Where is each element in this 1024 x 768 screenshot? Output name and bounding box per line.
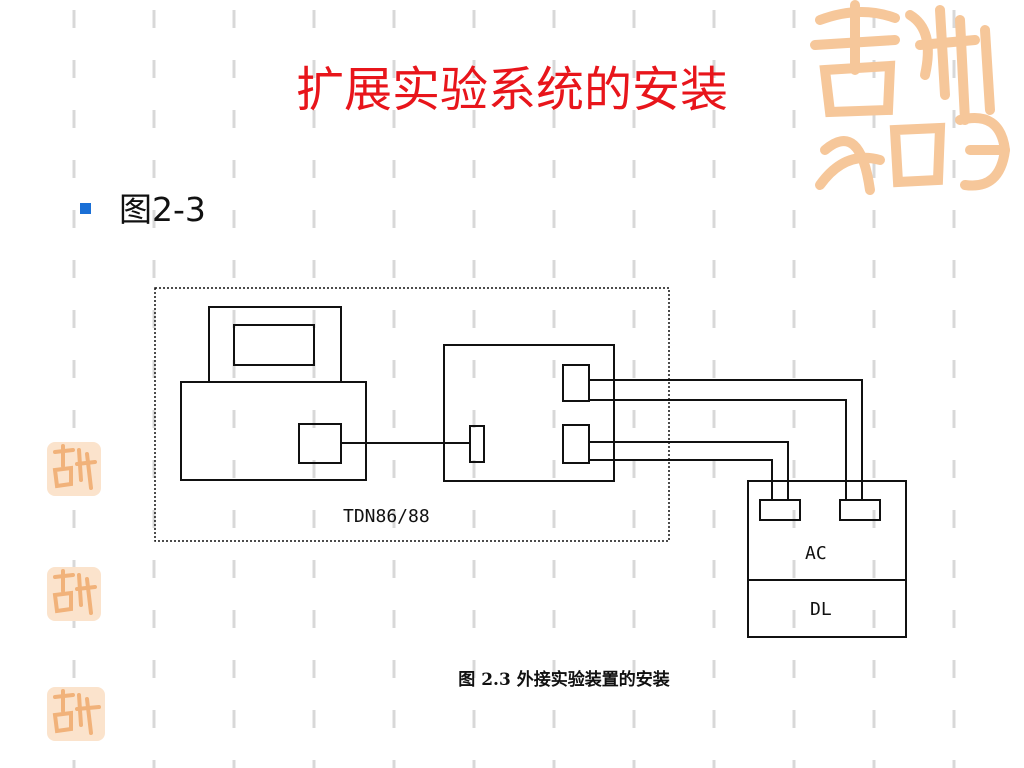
slide-title: 扩展实验系统的安装: [295, 62, 728, 118]
experiment-board: [443, 344, 615, 482]
host-computer: [180, 381, 367, 481]
decorative-seal-icon: [47, 442, 101, 496]
external-unit: [747, 480, 907, 638]
tdn-system-enclosure: [154, 287, 670, 542]
board-port-upper: [562, 364, 590, 402]
ac-port-left: [759, 499, 801, 521]
board-input-connector: [469, 425, 485, 463]
decorative-seal-logo: [810, 0, 1011, 195]
bullet-marker: [80, 203, 91, 214]
ac-label: AC: [805, 543, 827, 564]
system-label: TDN86/88: [343, 506, 430, 527]
dl-label: DL: [810, 599, 832, 620]
monitor-screen: [233, 324, 315, 366]
upper-cable-outer: [589, 379, 863, 500]
ac-port-right: [839, 499, 881, 521]
board-port-lower: [562, 424, 590, 464]
decorative-seal-icon: [47, 567, 101, 621]
diagram-caption: 图 2.3 外接实验装置的安装: [458, 670, 670, 690]
monitor-body: [208, 306, 342, 383]
lower-cable-inner: [589, 459, 773, 500]
decorative-seal-icon: [47, 687, 105, 741]
host-port: [298, 423, 342, 464]
bullet-text: 图2-3: [119, 190, 206, 229]
lower-cable-outer: [589, 441, 789, 500]
upper-cable-inner: [589, 399, 847, 500]
